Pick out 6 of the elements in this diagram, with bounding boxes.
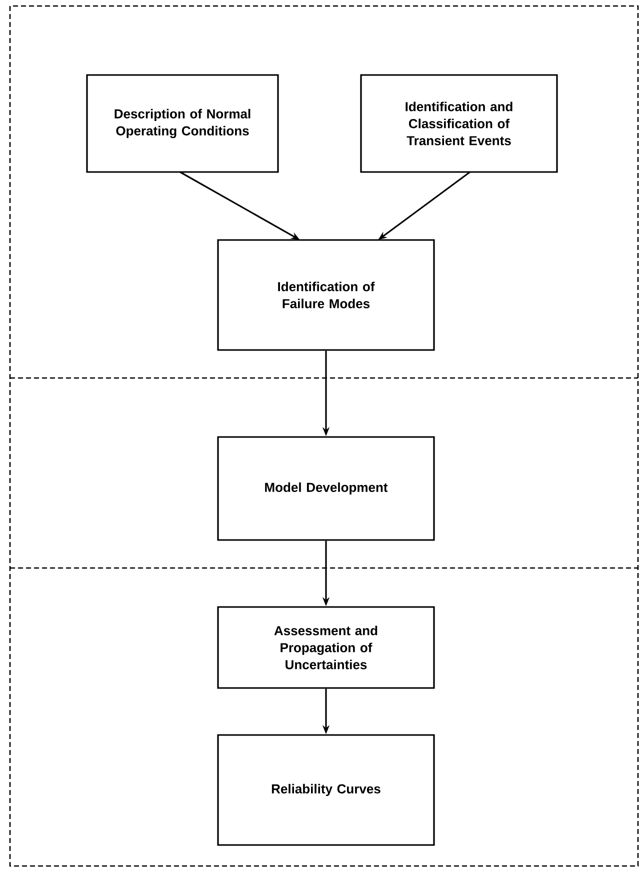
process-box: Identification and Classification of Transient Events	[360, 74, 558, 173]
process-box: Reliability Curves	[217, 734, 435, 846]
process-box: Description of Normal Operating Conditions	[86, 74, 279, 173]
process-box: Model Development	[217, 436, 435, 541]
process-box: Identification of Failure Modes	[217, 239, 435, 351]
process-box: Assessment and Propagation of Uncertainties	[217, 606, 435, 689]
